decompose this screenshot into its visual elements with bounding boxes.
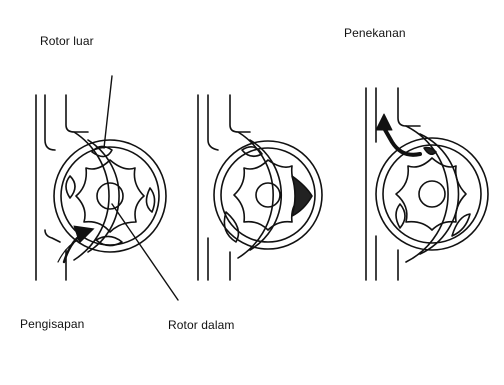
- label-penekanan: Penekanan: [344, 26, 406, 40]
- pump-stage-middle: [198, 95, 322, 280]
- label-rotor-luar: Rotor luar: [40, 34, 94, 48]
- pump-stage-suction: [36, 95, 166, 280]
- pump-stage-discharge: [366, 88, 488, 280]
- label-rotor-dalam: Rotor dalam: [168, 318, 234, 332]
- leader-rotor-luar: [104, 76, 112, 148]
- label-pengisapan: Pengisapan: [20, 317, 84, 331]
- leader-rotor-dalam: [112, 204, 178, 300]
